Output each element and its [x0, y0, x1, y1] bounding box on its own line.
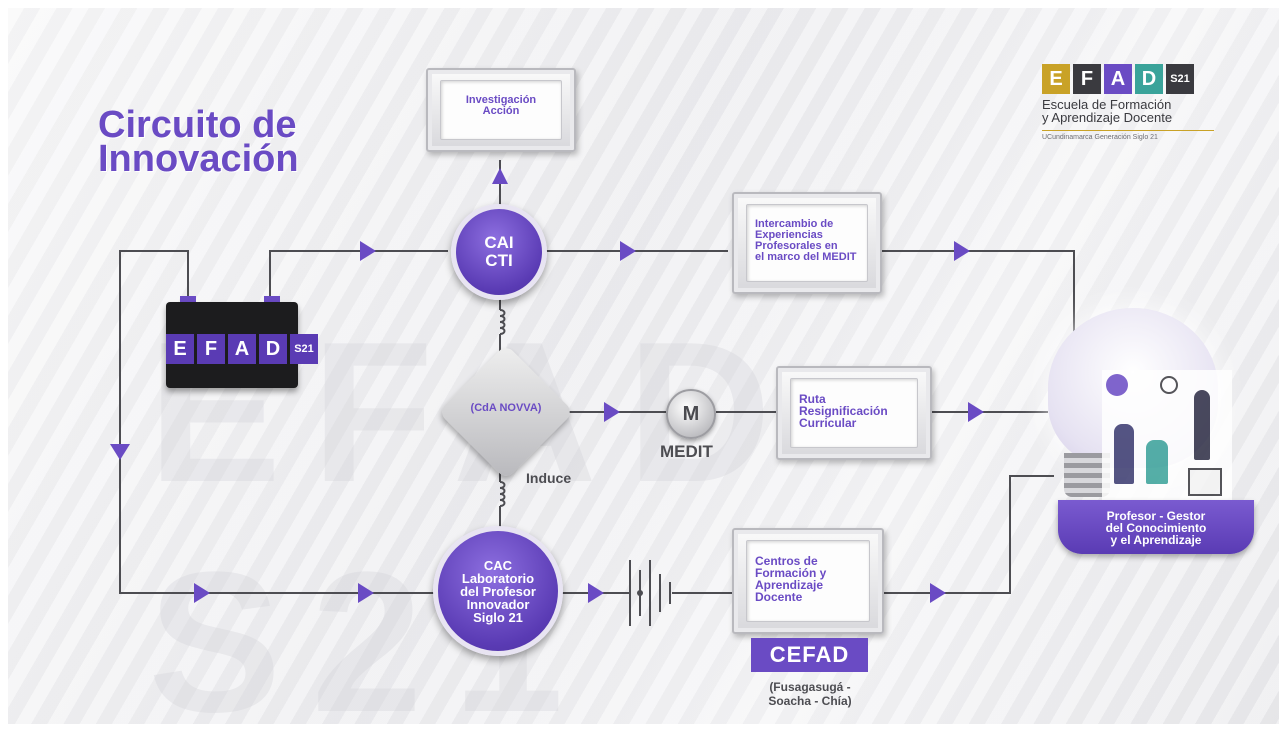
wire-intercambio-bulb [880, 250, 1075, 333]
arrow-7 [358, 583, 374, 603]
title-line-2: Innovación [98, 138, 299, 180]
person-2-icon [1146, 440, 1168, 484]
arrow-8 [588, 583, 604, 603]
arrow-6 [194, 583, 210, 603]
investigacion-box: Investigación Acción [426, 68, 576, 152]
induce-label: Induce [526, 470, 572, 486]
title-line-1: Circuito de [98, 104, 297, 146]
profesor-label: Profesor - Gestor del Conocimiento y el … [1058, 500, 1254, 554]
arrow-10 [110, 444, 130, 460]
logo-suffix: S21 [1166, 64, 1194, 94]
centros-line-2: Formación y [755, 566, 827, 580]
profesor-line-3: y el Aprendizaje [1110, 533, 1202, 547]
medit-label: MEDIT [660, 442, 713, 461]
battery-letter-a: A [228, 334, 256, 364]
cac-line-1: CAC [483, 557, 513, 573]
diagram-title: Circuito de Innovación [98, 104, 299, 180]
graduation-cap-icon [1106, 374, 1128, 396]
battery-terminal-left [180, 296, 196, 302]
logo-tiles: E F A D S21 [1042, 64, 1214, 94]
logo-name: Escuela de Formación y Aprendizaje Docen… [1042, 98, 1214, 124]
ruta-inner: Ruta Resignificación Curricular [790, 378, 918, 448]
investigacion-line-2: Acción [482, 105, 520, 117]
medit-m-circle: M [666, 389, 716, 439]
ruta-box: Ruta Resignificación Curricular [776, 366, 932, 460]
investigacion-line-1: Investigación [465, 94, 537, 106]
cefad-badge: CEFAD [751, 638, 868, 672]
battery: E F A D S21 [166, 296, 318, 388]
arrow-9 [930, 583, 946, 603]
centros-line-1: Centros de [755, 554, 818, 568]
cac-node: CAC Laboratorio del Profesor Innovador S… [433, 526, 563, 656]
cda-label: (CdA NOVVA) [470, 402, 542, 414]
logo-letter-a: A [1104, 64, 1132, 94]
intercambio-line-1: Intercambio de [755, 218, 834, 230]
cac-line-2: Laboratorio [461, 570, 535, 586]
battery-logo: E F A D S21 [166, 334, 318, 364]
battery-letter-f: F [197, 334, 225, 364]
arrow-1 [360, 241, 376, 261]
logo-name-line-1: Escuela de Formación [1042, 97, 1172, 112]
m-letter: M [682, 402, 700, 425]
centros-inner: Centros de Formación y Aprendizaje Docen… [746, 540, 870, 622]
cac-line-5: Siglo 21 [473, 609, 523, 625]
logo-name-line-2: y Aprendizaje Docente [1042, 110, 1173, 125]
intercambio-line-4: el marco del MEDIT [755, 251, 857, 263]
diagram-canvas: EFAD S21 Circuito de Innovación [8, 8, 1279, 724]
arrow-11 [492, 168, 508, 184]
circuit-wires [110, 160, 1075, 626]
idea-bulb-icon [1160, 376, 1178, 394]
intercambio-inner: Intercambio de Experiencias Profesorales… [746, 204, 868, 282]
intercambio-line-2: Experiencias [755, 229, 823, 241]
battery-letter-e: E [166, 334, 194, 364]
investigacion-inner: Investigación Acción [440, 80, 562, 140]
teacher-illustration [1102, 370, 1232, 502]
cac-line-4: Innovador [466, 596, 530, 612]
arrow-3 [954, 241, 970, 261]
centros-line-4: Docente [755, 590, 803, 604]
logo-letter-d: D [1135, 64, 1163, 94]
intercambio-box: Intercambio de Experiencias Profesorales… [732, 192, 882, 294]
cai-line-2: CTI [485, 251, 513, 270]
cai-cti-node: CAI CTI [451, 204, 547, 300]
cefad-places-line-1: (Fusagasugá - [769, 680, 851, 694]
battery-terminal-right [264, 296, 280, 302]
chart-icon [1188, 468, 1222, 496]
person-3-icon [1194, 390, 1210, 460]
battery-suffix: S21 [290, 334, 318, 364]
logo-tagline: UCundinamarca Generación Siglo 21 [1042, 130, 1214, 141]
ruta-line-2: Resignificación [799, 404, 888, 418]
arrow-5 [968, 402, 984, 422]
cac-line-3: del Profesor [460, 583, 536, 599]
coil-bottom [499, 481, 506, 507]
flow-arrows [110, 168, 984, 603]
centros-box: Centros de Formación y Aprendizaje Docen… [732, 528, 884, 634]
battery-letter-d: D [259, 334, 287, 364]
profesor-line-1: Profesor - Gestor [1106, 509, 1206, 523]
coil-top [499, 309, 506, 335]
cefad-places: (Fusagasugá - Soacha - Chía) [756, 680, 864, 708]
capacitor-symbol [629, 560, 671, 626]
cai-line-1: CAI [484, 233, 514, 252]
efad-logo: E F A D S21 Escuela de Formación y Apren… [1042, 64, 1214, 141]
logo-letter-f: F [1073, 64, 1101, 94]
cefad-places-line-2: Soacha - Chía) [768, 694, 852, 708]
arrow-4 [604, 402, 620, 422]
ruta-line-3: Curricular [799, 416, 857, 430]
intercambio-line-3: Profesorales en [755, 240, 838, 252]
wire-battery-cai [269, 250, 448, 298]
person-1-icon [1114, 424, 1134, 484]
logo-letter-e: E [1042, 64, 1070, 94]
capacitor-dot [637, 590, 643, 596]
profesor-line-2: del Conocimiento [1105, 521, 1207, 535]
ruta-line-1: Ruta [799, 392, 826, 406]
wire-left-loop [119, 250, 448, 594]
centros-line-3: Aprendizaje [755, 578, 824, 592]
wire-centros-bulb [884, 475, 1054, 594]
arrow-2 [620, 241, 636, 261]
